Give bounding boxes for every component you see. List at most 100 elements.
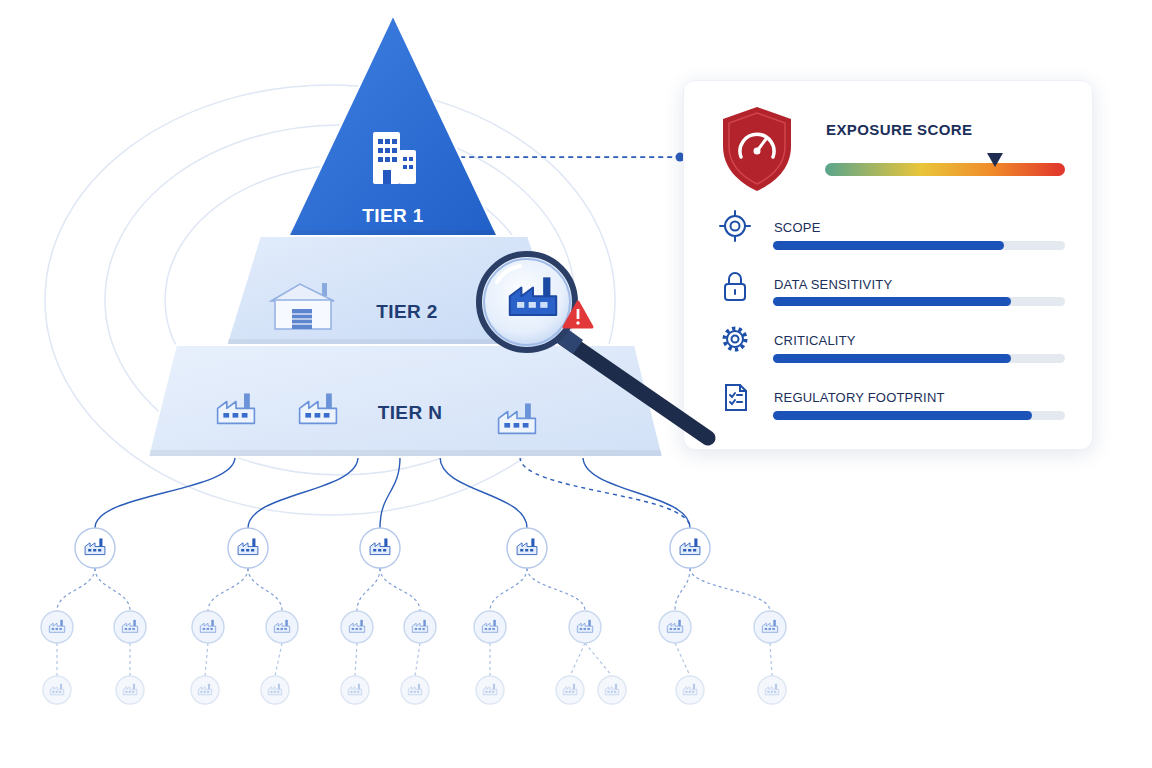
factory-window [242,413,248,418]
tree-link [527,568,585,611]
factory-window [241,549,244,551]
factory-window [689,691,691,693]
factory-glyph [762,620,777,632]
factory-glyph [482,620,497,632]
chimney [358,684,360,690]
factory-window [540,302,547,308]
warehouse-icon [271,283,334,329]
chimney [418,684,420,690]
factory-window [772,628,774,630]
factory-body [680,543,700,555]
drawing-part [773,297,1065,306]
tree-link [489,643,490,676]
exposure-panel: EXPOSURE SCORESCOPEDATA SENSITIVITYCRITI… [683,80,1093,450]
metric-label: SCOPE [774,219,821,236]
factory-window [356,628,358,630]
factory-window [354,691,356,693]
drawing-part [409,157,413,161]
factory-window [350,691,352,693]
drawing-part [373,132,400,184]
factory-glyph [268,684,281,695]
drawing-part [723,107,791,191]
drawing-part [757,139,766,151]
drawing-part [392,148,397,153]
factory-window [125,628,127,630]
drawing-part [754,148,761,155]
factory-glyph [122,620,137,632]
drawing-part [740,385,746,391]
factory-glyph [50,684,63,695]
factory-window [580,628,582,630]
tier-label: TIER 1 [362,204,424,227]
drawing-part [383,170,391,184]
tree-link [380,457,400,528]
drawing-part [732,336,739,343]
factory-body [765,687,778,695]
factory-window [529,302,536,308]
factory-body [218,402,255,424]
drawing-part [773,411,1032,420]
factory-window [281,628,283,630]
drawing-part [730,393,735,397]
supplier-circle [556,676,584,704]
band-edge [150,450,661,456]
supplier-circle [341,676,369,704]
drawing-part [729,113,785,184]
lock-icon [725,273,745,300]
drawing-part [385,148,390,153]
supplier-circle [476,676,504,704]
tier-band: TIER 2 [226,236,566,346]
factory-body [370,543,390,555]
factory-body [683,687,696,695]
tree-link [57,568,95,611]
chimney [493,620,495,627]
drawing-part [560,334,578,347]
supplier-circle [41,611,73,643]
tier-label: TIER N [378,401,443,424]
band-fill [226,236,566,346]
drawing-part [322,283,327,296]
factory-glyph [499,403,536,433]
supplier-circle [191,676,219,704]
factory-glyph [765,684,778,695]
factory-window [765,628,767,630]
tree-link [95,457,235,528]
supplier-circle [75,528,115,568]
tree-link [129,643,130,676]
factory-window [246,549,249,551]
supplier-circle [758,676,786,704]
factory-glyph [510,277,556,315]
text-slot: EXPOSURE SCORE [826,120,972,139]
factory-body [517,543,537,555]
tree-link [248,568,282,611]
tree-link [205,643,208,676]
factory-body [300,402,337,424]
drawing-part [292,314,312,324]
supplier-circle [676,676,704,704]
factory-window [52,691,54,693]
drawing-part [385,139,390,144]
chimney [423,620,425,627]
factory-window [204,691,206,693]
metric-icons [720,211,750,410]
factory-window [52,628,54,630]
chimney [775,684,777,690]
factory-body [49,623,64,632]
panel-heading: EXPOSURE SCORE [826,120,972,139]
drawing-part [576,321,579,324]
factory-body [667,623,682,632]
drawing-part [378,148,383,153]
drawing-part [725,216,745,236]
factory-glyph [85,538,105,554]
supplier-circle [360,528,400,568]
drawing-part [378,157,383,162]
tree-link [248,457,358,528]
chimney [360,620,362,627]
supplier-circle [754,611,786,643]
supplier-circle [507,528,547,568]
factory-glyph [517,538,537,554]
drawing-part [403,165,407,169]
tier-band: TIER N [148,345,663,457]
band-shape [226,236,566,346]
